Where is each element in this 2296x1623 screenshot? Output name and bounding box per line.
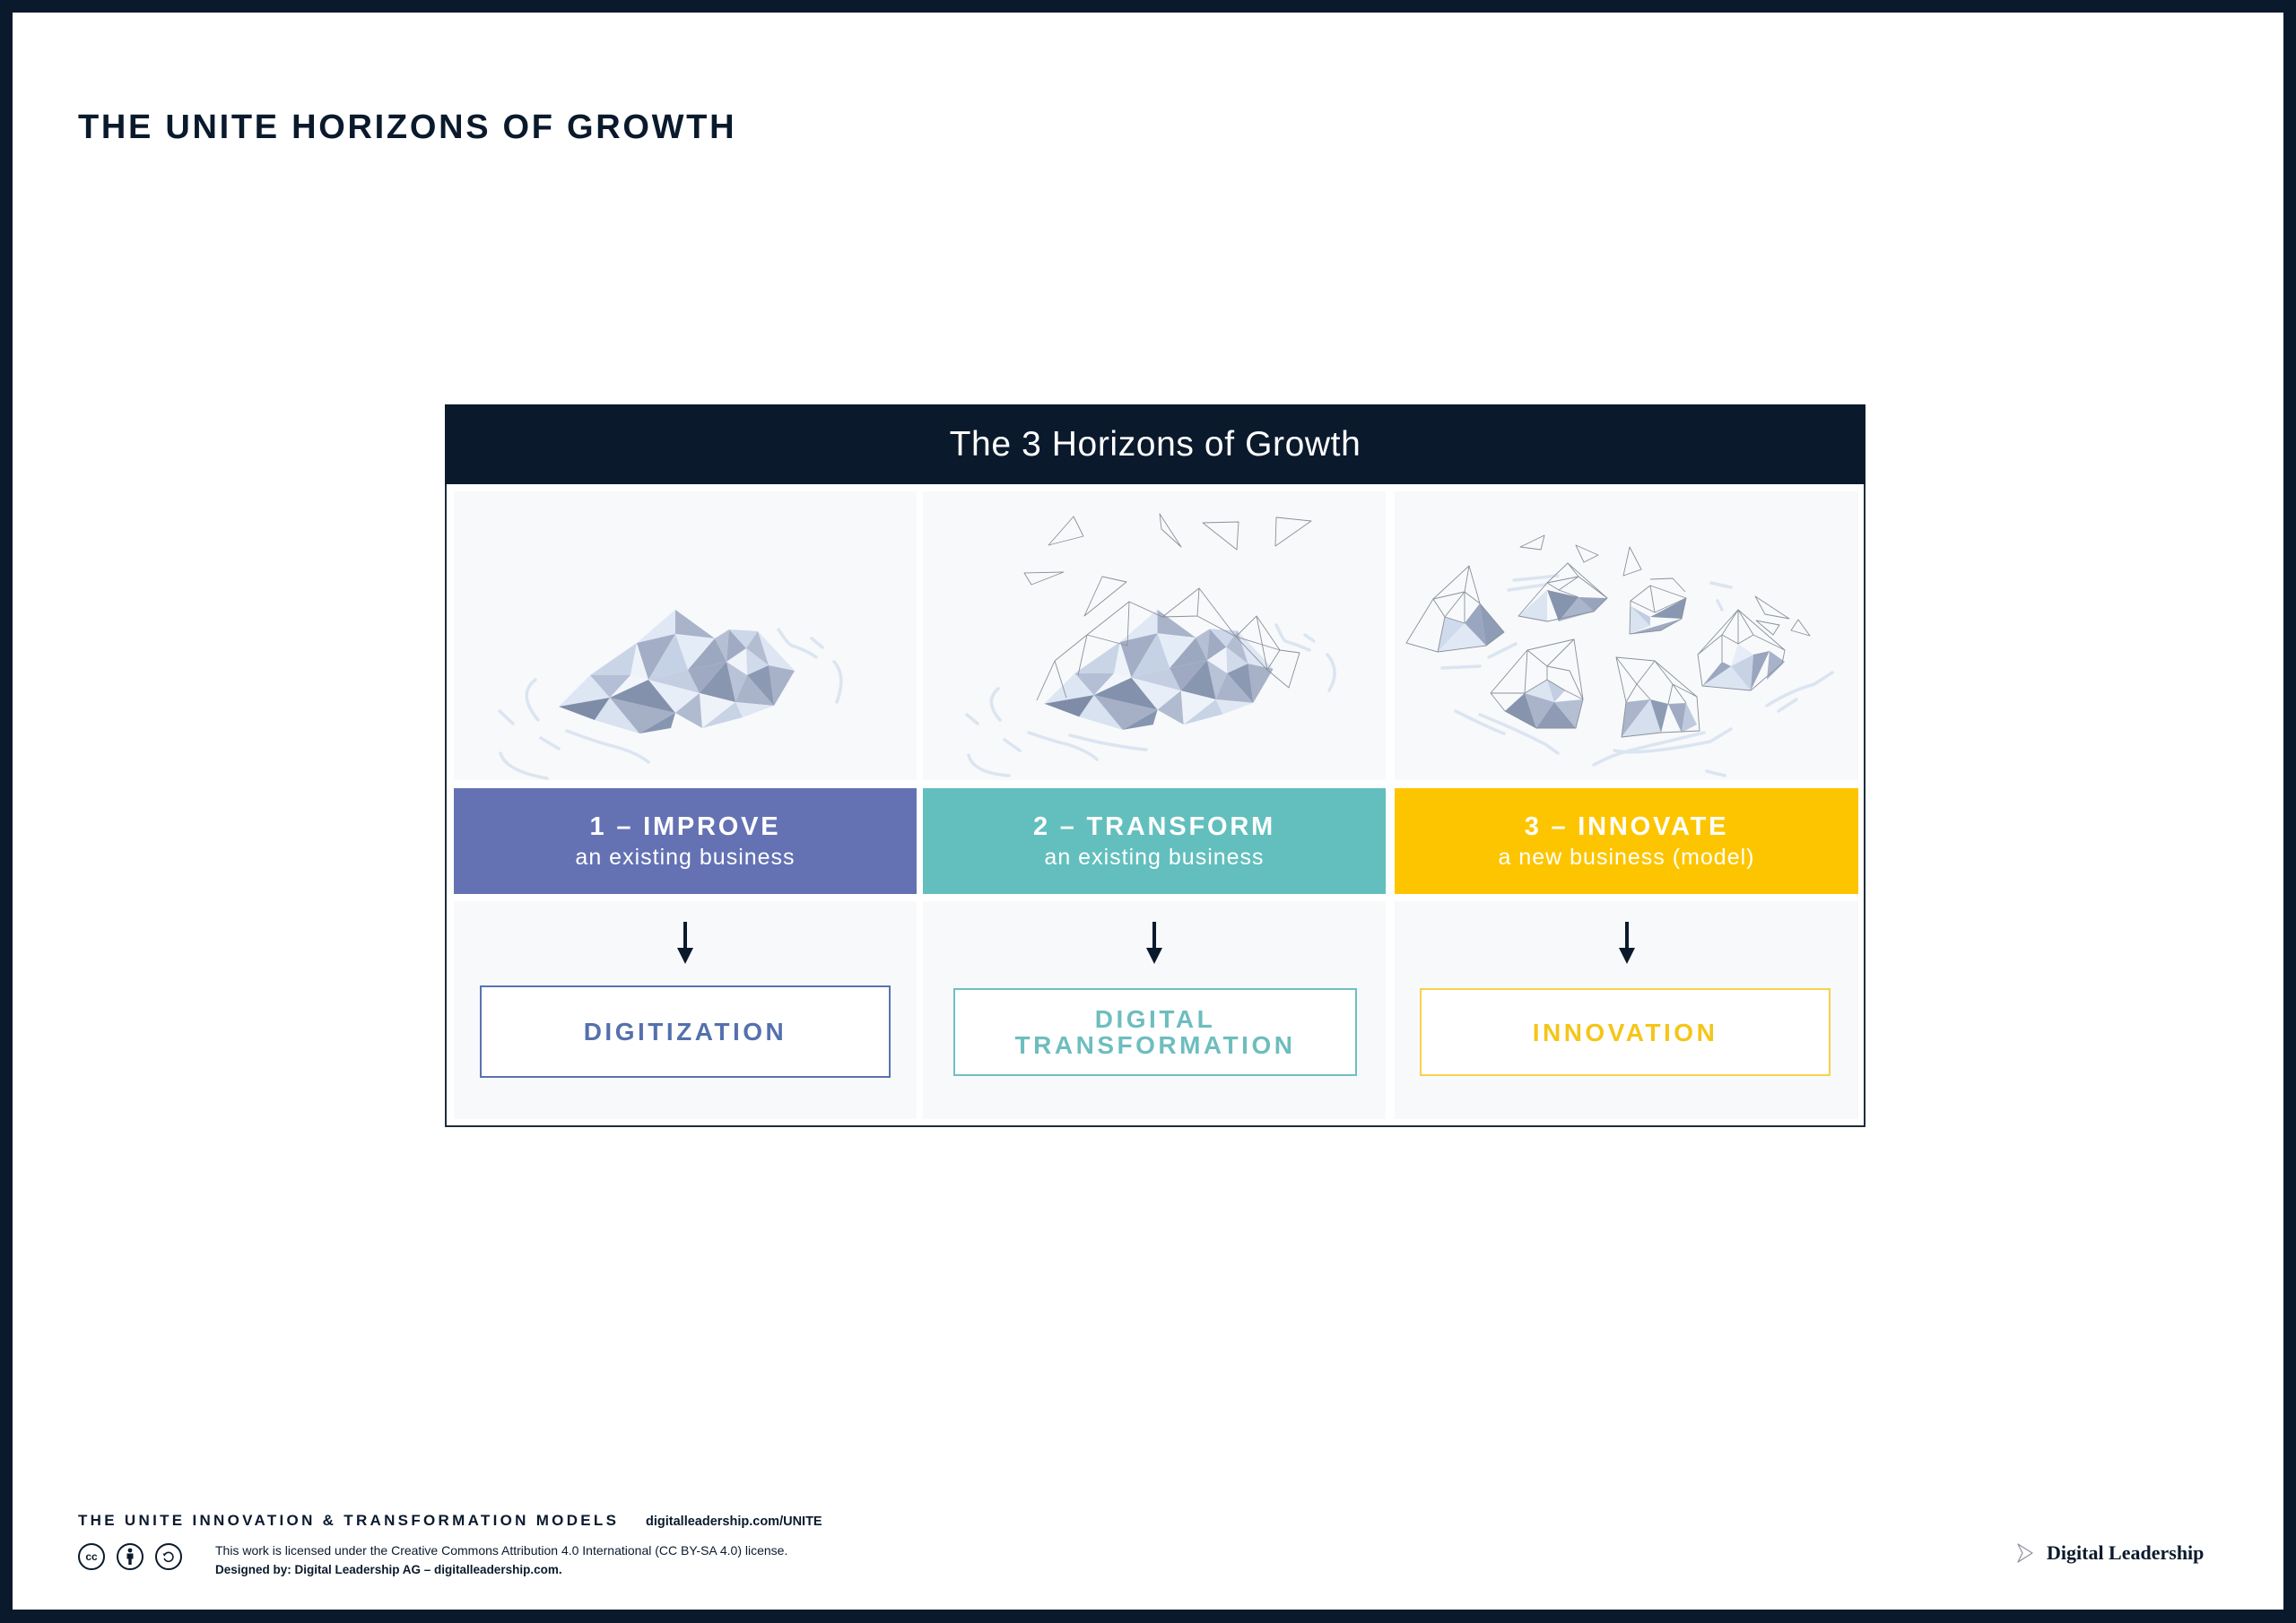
digital-leadership-logo: Digital Leadership: [2017, 1541, 2204, 1565]
circular-arrow-icon: [162, 1551, 174, 1563]
horizon-title: 2 – TRANSFORM: [1032, 812, 1276, 841]
license-line: This work is licensed under the Creative…: [215, 1543, 788, 1558]
outcome-box-digital-transformation: DIGITAL TRANSFORMATION: [953, 988, 1357, 1076]
by-attribution-icon: [117, 1543, 144, 1570]
cc-icon-label: cc: [85, 1550, 98, 1563]
horizon-title: 1 – IMPROVE: [589, 812, 781, 841]
page-title: THE UNITE HORIZONS OF GROWTH: [78, 108, 737, 146]
outcome-label: DIGITAL: [1094, 1005, 1216, 1033]
cc-icon: cc: [78, 1543, 105, 1570]
diagram-header: The 3 Horizons of Growth: [445, 404, 1866, 484]
diagram-title: The 3 Horizons of Growth: [949, 424, 1361, 464]
footer-url-link[interactable]: digitalleadership.com/UNITE: [646, 1515, 822, 1529]
horizon-outcome-area: DIGITAL TRANSFORMATION: [923, 901, 1386, 1119]
share-alike-icon: [155, 1543, 182, 1570]
outcome-label: INNOVATION: [1532, 1018, 1718, 1046]
horizon-subtitle: a new business (model): [1498, 845, 1755, 870]
arrow-down-icon: [677, 922, 693, 964]
arrow-down-icon: [1618, 922, 1635, 964]
arrow-down-icon: [1146, 922, 1162, 964]
horizon-column-innovate: 3 – INNOVATE a new business (model) INNO…: [1395, 491, 1858, 1119]
illustration-multiple-icebergs: [1395, 491, 1858, 780]
horizon-subtitle: an existing business: [575, 845, 796, 870]
license-text: This work is licensed under the Creative…: [215, 1541, 787, 1579]
outcome-label: DIGITIZATION: [583, 1018, 787, 1046]
horizon-outcome-area: INNOVATION: [1395, 901, 1858, 1119]
license-icons: cc: [78, 1543, 182, 1570]
multiple-icebergs-illustration-icon: [1405, 534, 1834, 777]
illustration-single-iceberg: [454, 491, 917, 780]
horizon-band-transform: 2 – TRANSFORM an existing business: [923, 788, 1386, 894]
designed-by-line: Designed by: Digital Leadership AG – dig…: [215, 1563, 562, 1576]
horizon-column-improve: 1 – IMPROVE an existing business DIGITIZ…: [454, 491, 917, 1119]
horizon-outcome-area: DIGITIZATION: [454, 901, 917, 1119]
illustration-iceberg-wireframe: [923, 491, 1386, 780]
horizon-subtitle: an existing business: [1044, 845, 1265, 870]
horizon-title: 3 – INNOVATE: [1524, 812, 1729, 841]
horizon-band-innovate: 3 – INNOVATE a new business (model): [1395, 788, 1858, 894]
chevron-right-icon: [2017, 1543, 2033, 1563]
horizon-band-improve: 1 – IMPROVE an existing business: [454, 788, 917, 894]
footer-heading: THE UNITE INNOVATION & TRANSFORMATION MO…: [78, 1512, 620, 1529]
horizon-column-transform: 2 – TRANSFORM an existing business DIGIT…: [923, 491, 1386, 1119]
outcome-box-innovation: INNOVATION: [1420, 988, 1831, 1076]
outcome-box-digitization: DIGITIZATION: [480, 985, 891, 1078]
iceberg-illustration-icon: [498, 610, 843, 780]
iceberg-wireframe-illustration-icon: [965, 513, 1336, 777]
person-icon: [126, 1548, 134, 1565]
outcome-label-line2: TRANSFORMATION: [1014, 1031, 1296, 1059]
logo-text: Digital Leadership: [2047, 1541, 2205, 1564]
